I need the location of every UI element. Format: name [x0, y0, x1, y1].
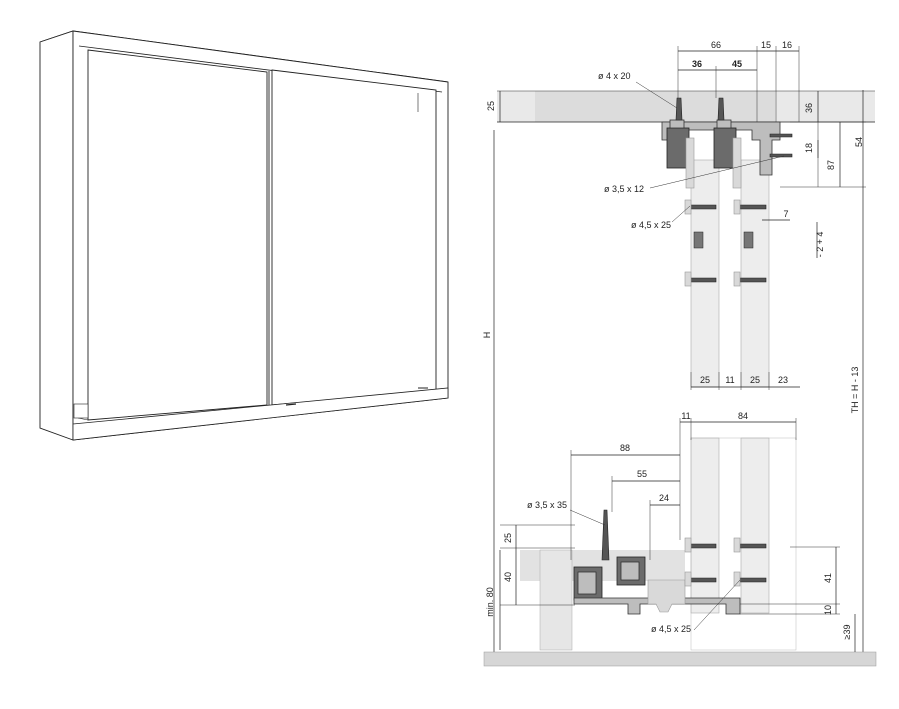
dim-36-vertical: 36 [804, 103, 814, 113]
screw-bottom-label: ø 4,5 x 25 [651, 624, 691, 634]
dim-18: 18 [804, 143, 814, 153]
dim-16: 16 [782, 40, 792, 50]
screw-bottom-guide-label: ø 3,5 x 35 [527, 500, 567, 510]
wardrobe-illustration [39, 30, 449, 441]
overall-height-dimensions: H TH = H - 13 [482, 90, 864, 655]
screw-top-label: ø 4 x 20 [598, 71, 631, 81]
dim-7: 7 [783, 209, 788, 219]
dim-11-a: 11 [725, 375, 734, 385]
screw-mid-label: ø 3,5 x 12 [604, 184, 644, 194]
dim-41: 41 [823, 573, 833, 583]
adjust-minus-label: - 2 [815, 247, 825, 258]
height-label: H [482, 332, 492, 339]
dim-15: 15 [761, 40, 771, 50]
bottom-track-section: 11 84 88 55 24 25 40 min. 80 41 10 ≥39 ø… [483, 411, 877, 667]
dim-54: 54 [854, 137, 864, 147]
dim-25-b: 25 [750, 375, 760, 385]
dim-66: 66 [711, 40, 721, 50]
dim-10: 10 [823, 605, 833, 615]
dim-25-left: 25 [486, 101, 496, 111]
screw-door-label: ø 4,5 x 25 [631, 220, 671, 230]
dim-11-bottom: 11 [681, 411, 690, 421]
top-track-section: 66 15 16 36 45 36 54 18 87 7 + 4 - 2 25 … [486, 40, 875, 390]
min-80-label: min. 80 [485, 587, 495, 617]
dim-45: 45 [732, 59, 742, 69]
dim-25-bottom: 25 [503, 533, 513, 543]
dim-84: 84 [738, 411, 748, 421]
dim-23: 23 [778, 375, 788, 385]
dim-25-a: 25 [700, 375, 710, 385]
dim-39: ≥39 [842, 625, 852, 640]
dim-88: 88 [620, 443, 630, 453]
dim-40: 40 [503, 572, 513, 582]
track-height-label: TH = H - 13 [850, 367, 860, 414]
dim-36-horizontal: 36 [692, 59, 702, 69]
adjust-plus-label: + 4 [815, 232, 825, 245]
dim-55: 55 [637, 469, 647, 479]
dim-87: 87 [826, 160, 836, 170]
dim-24: 24 [659, 493, 669, 503]
